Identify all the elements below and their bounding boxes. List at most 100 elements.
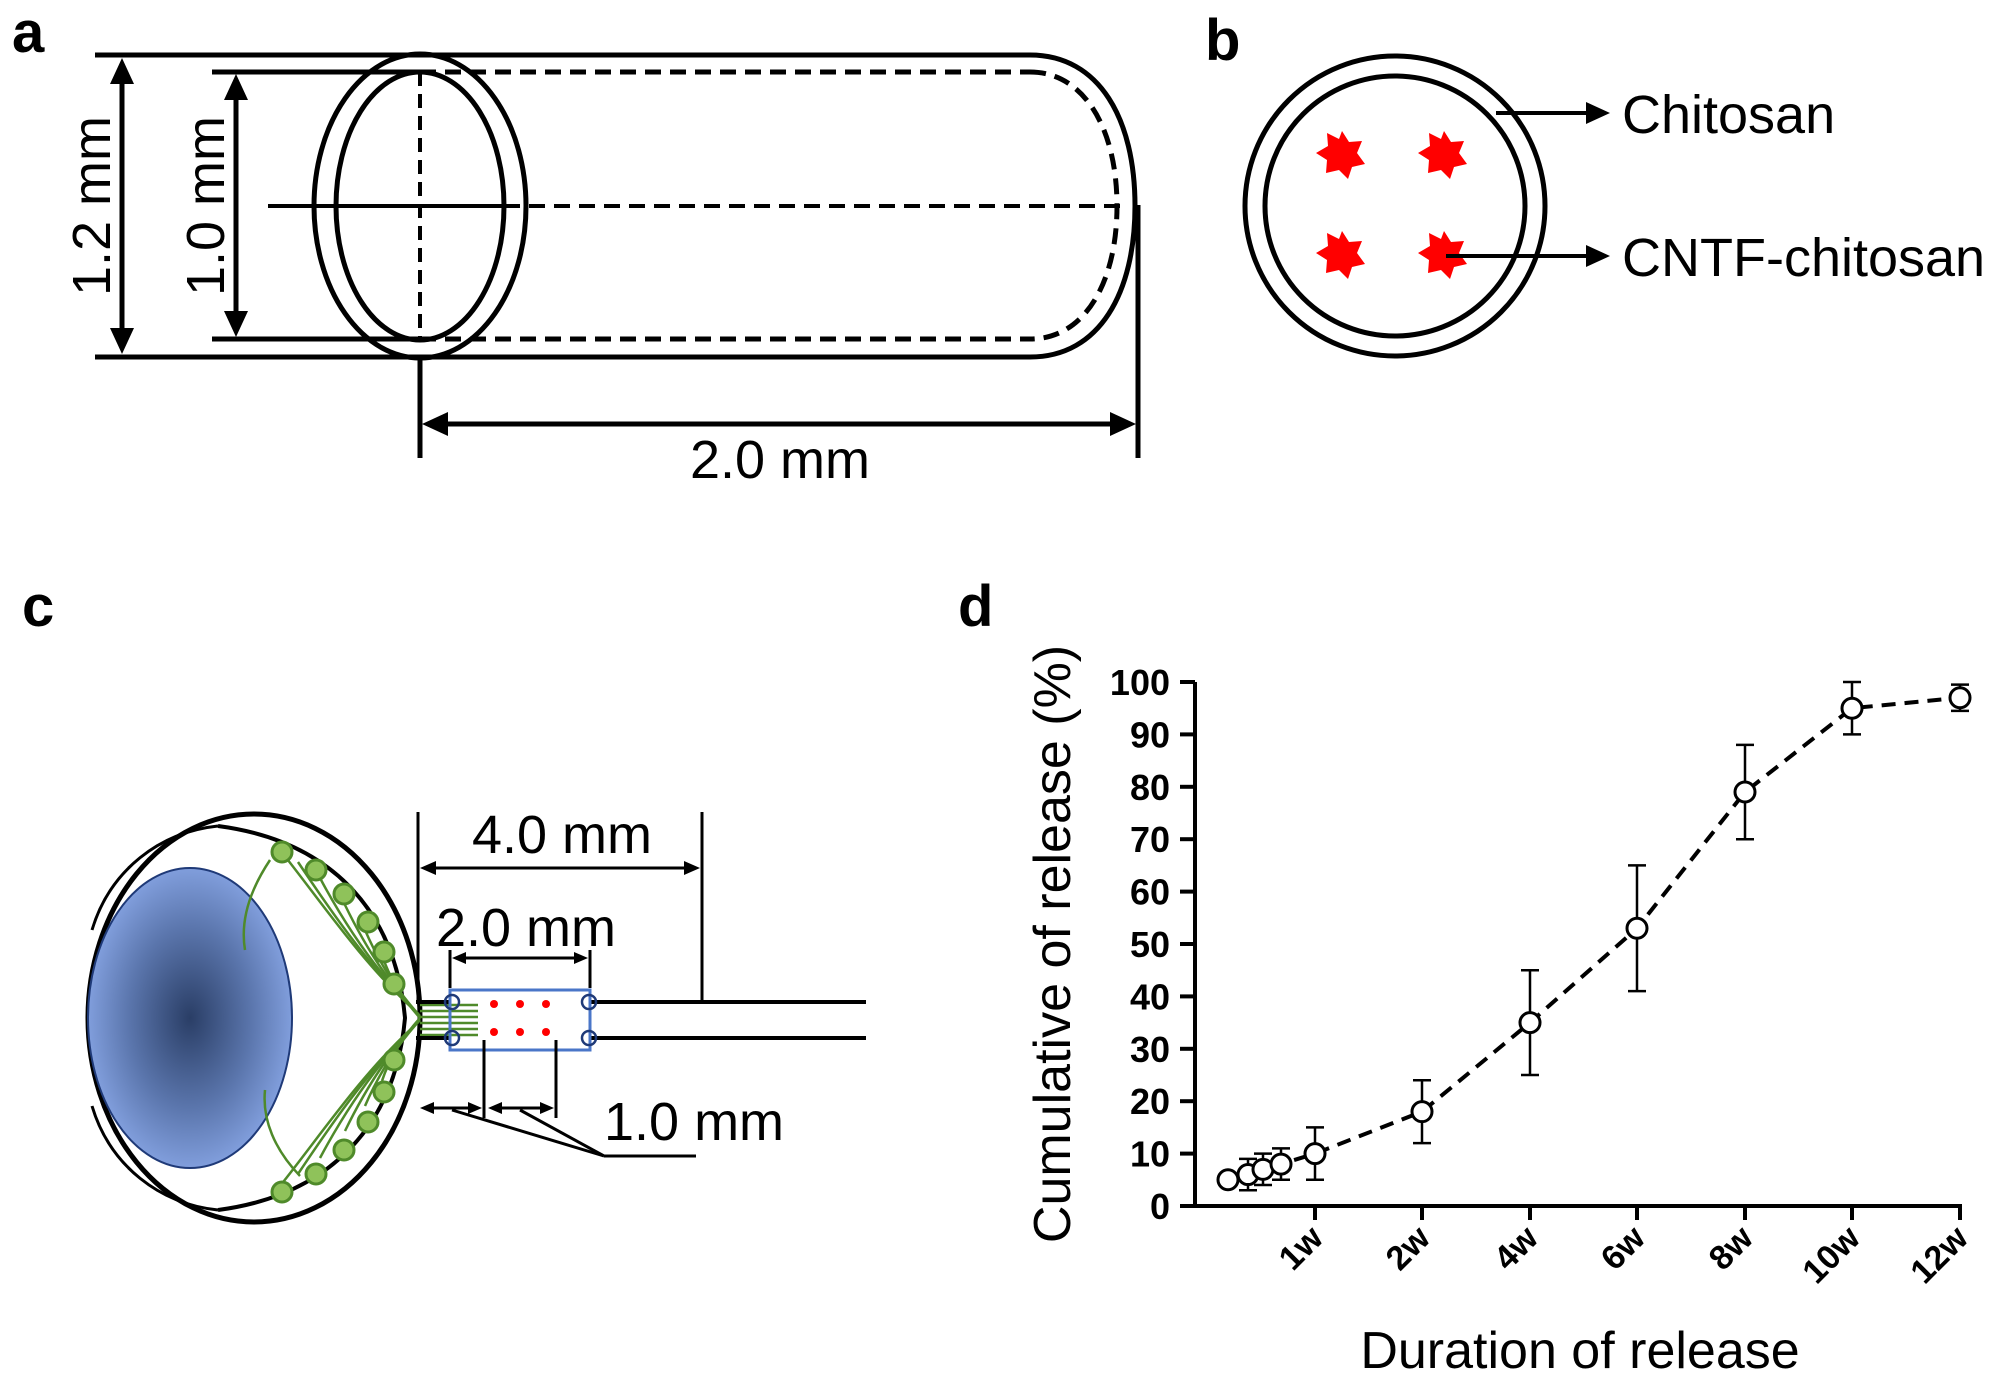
y-tick-label: 10 [1130,1134,1170,1175]
suture [443,993,461,1011]
inner-lumen [212,69,1120,342]
suture [580,993,598,1011]
cntf-star [1316,131,1365,179]
cntf-dot [490,1000,498,1008]
inner-shell-top [90,824,219,931]
y-ticks: 0 10 20 30 40 50 60 70 80 90 100 [1110,662,1195,1227]
inner-shell-bottom [90,1105,219,1212]
sutures [443,993,598,1047]
cntf-dot [542,1000,550,1008]
y-axis-title: Cumulative of release (%) [1024,645,1082,1243]
x-tick-label: 2w [1379,1218,1438,1277]
inner-dim-arrow-top [224,74,248,100]
length-arrow-right [1110,412,1136,436]
panel-b-letter: b [1205,8,1240,73]
conduit-length-dimension [448,950,592,988]
data-point [1733,780,1757,804]
gap1-arrow-left [420,1102,434,1114]
panel-d-letter: d [958,574,993,639]
conduit-tube [448,988,592,1052]
data-point [1625,916,1649,940]
ganglion-cell [270,840,294,864]
chitosan-label: Chitosan [1622,85,1835,145]
chitosan-inner-ring [1262,73,1528,339]
gap2-arrow-left [488,1102,502,1114]
cntf-star [1418,231,1467,279]
y-tick-label: 70 [1130,819,1170,860]
data-point [1840,696,1864,720]
data-point [1303,1142,1327,1166]
cntf-dot [490,1028,498,1036]
outer-tube [95,52,1138,360]
ganglion-cell [356,1110,380,1134]
panel-c: c [22,574,866,1225]
ganglion-cell [304,858,328,882]
length-label: 2.0 mm [690,430,870,490]
series-polyline [1227,695,1961,1182]
chitosan-outer-ring [1242,53,1548,359]
y-tick-label: 50 [1130,924,1170,965]
cntf-star [1316,231,1365,279]
total-length-dimension [416,812,704,1002]
cntf-dot [516,1000,524,1008]
length-arrow-left [422,412,448,436]
series-line [1227,695,1961,1182]
total-arrow-right [684,861,700,875]
data-point [1518,1011,1542,1035]
inner-dim-arrow-bottom [224,311,248,337]
lens [87,867,293,1169]
ganglion-cell [332,882,356,906]
x-tick-label: 4w [1487,1218,1546,1277]
y-tick-label: 100 [1110,662,1170,703]
cntf-dot [516,1028,524,1036]
ganglion-cell [382,1048,406,1072]
gap-dimensions [428,1040,696,1158]
data-point [1216,1168,1240,1192]
panel-b: b Chitosan CNTF-chitosan [1205,8,1985,359]
chitosan-pointer-arrow [1586,102,1610,124]
data-point [1948,686,1972,710]
x-tick-label: 8w [1702,1218,1761,1277]
conduit-length-label: 2.0 mm [436,898,616,958]
length-dimension [417,205,1141,458]
ganglion-cell [372,1080,396,1104]
y-tick-label: 90 [1130,714,1170,755]
data-points [1216,686,1972,1192]
suture [580,1029,598,1047]
optic-nerve [416,1000,866,1040]
conduit-arrow-left [452,952,466,964]
y-tick-label: 80 [1130,767,1170,808]
inner-diameter-label: 1.0 mm [176,116,236,296]
ganglion-cell [270,1180,294,1204]
ganglion-cell [304,1162,328,1186]
error-bars [1219,680,1969,1192]
cntf-pointer-arrow [1586,245,1610,267]
y-tick-label: 40 [1130,976,1170,1017]
panel-a-letter: a [12,0,45,65]
gap-label: 1.0 mm [604,1092,784,1152]
data-point [1269,1152,1293,1176]
y-tick-label: 30 [1130,1029,1170,1070]
conduit-arrow-right [574,952,588,964]
y-tick-label: 60 [1130,872,1170,913]
panel-c-letter: c [22,574,54,639]
cntf-chitosan-label: CNTF-chitosan [1622,228,1985,288]
total-length-label: 4.0 mm [472,805,652,865]
panel-a: a 1.2 mm 1.0 [12,0,1141,490]
outer-diameter-label: 1.2 mm [62,116,122,296]
suture [443,1029,461,1047]
outer-dim-arrow-bottom [110,328,134,354]
ganglion-cells [270,840,406,1204]
ganglion-cell [372,940,396,964]
data-point [1410,1100,1434,1124]
cntf-dot [542,1028,550,1036]
x-tick-label: 1w [1272,1218,1331,1277]
x-axis-title: Duration of release [1360,1322,1799,1380]
ganglion-cell [382,972,406,996]
cntf-star [1418,131,1467,179]
y-tick-label: 0 [1150,1186,1170,1227]
x-tick-label: 10w [1795,1218,1868,1291]
y-tick-label: 20 [1130,1081,1170,1122]
gap1-arrow-right [468,1102,482,1114]
